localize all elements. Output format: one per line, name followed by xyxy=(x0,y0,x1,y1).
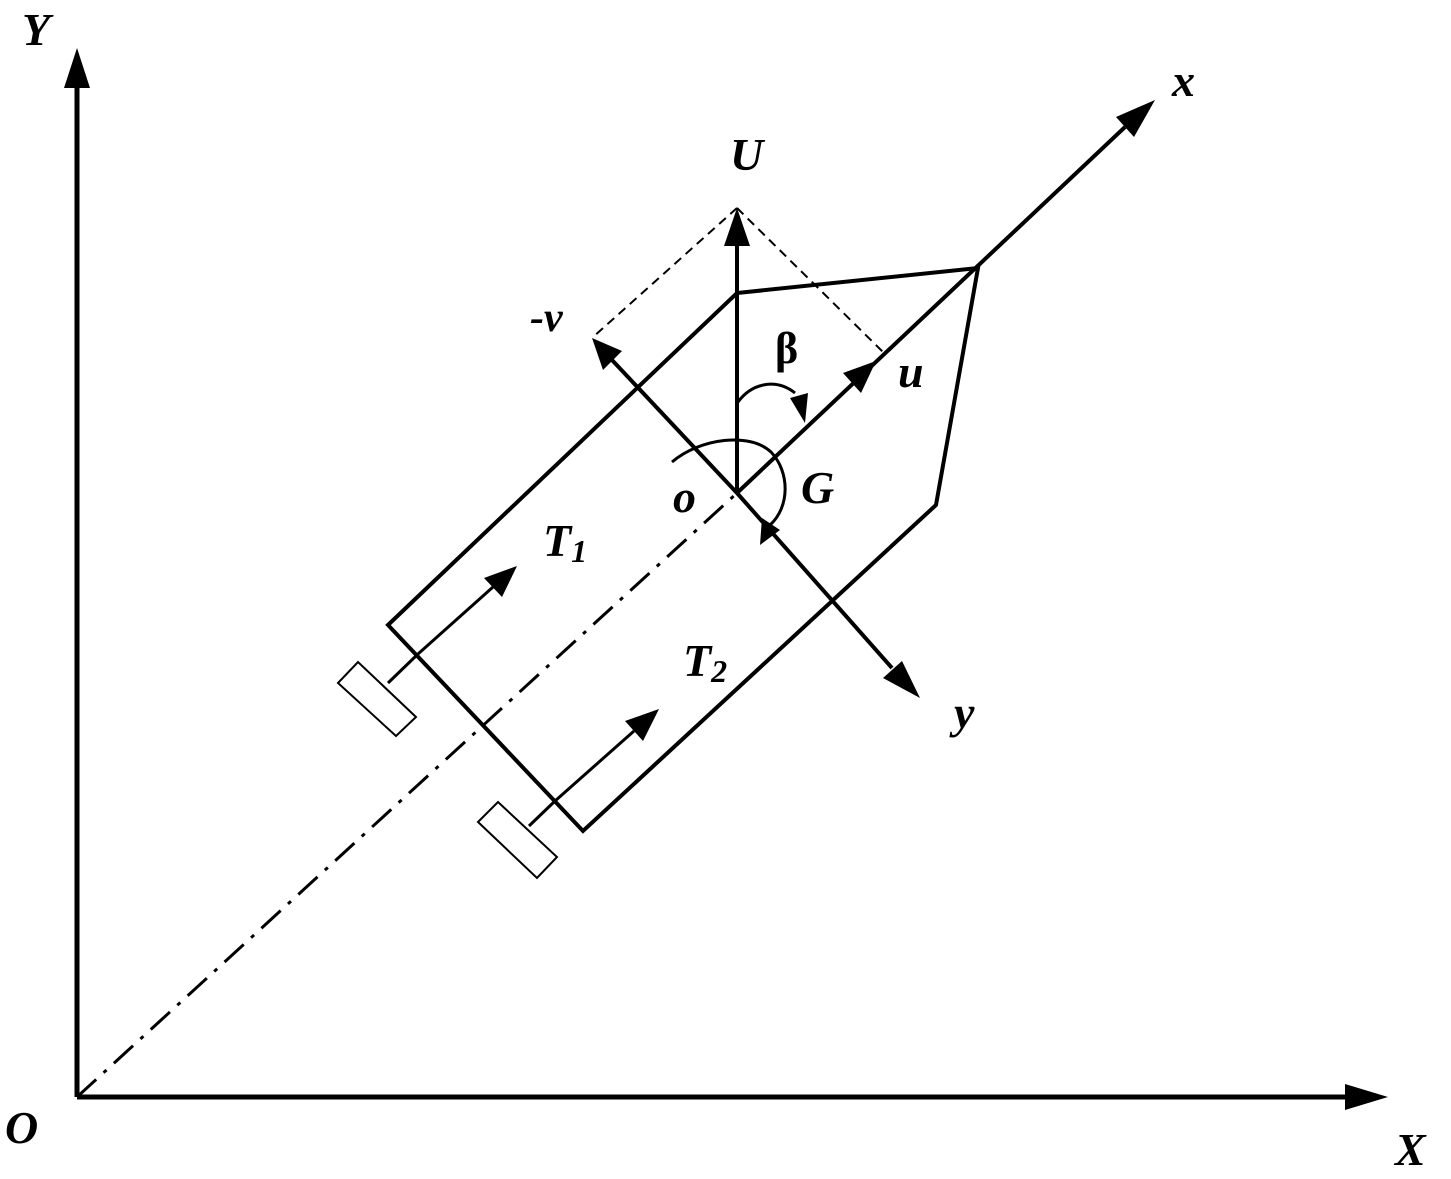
u-total-velocity-arrowhead xyxy=(724,208,750,246)
label-O: O xyxy=(5,1102,38,1153)
thrust-arrow-t2-head xyxy=(625,709,659,741)
label-T2: T2 xyxy=(683,635,727,689)
u-velocity-arrowhead xyxy=(843,361,876,393)
body-y-axis xyxy=(735,491,894,670)
label-neg-v: -v xyxy=(530,295,564,341)
thruster-1-stem xyxy=(386,652,420,685)
boat-hull xyxy=(385,265,981,834)
thruster-2-block xyxy=(476,800,559,880)
beta-angle-arc xyxy=(736,382,796,403)
dashed-line-right xyxy=(736,207,885,354)
label-beta: β xyxy=(775,324,798,373)
label-body-y: y xyxy=(949,687,975,738)
centerline-dashdot xyxy=(75,491,739,1099)
label-U: U xyxy=(730,129,766,180)
rotation-arc-g xyxy=(671,438,787,527)
thruster-1-block xyxy=(336,660,418,738)
thruster-2-stem xyxy=(527,799,557,828)
label-T1: T1 xyxy=(543,515,587,569)
label-o: o xyxy=(673,471,696,522)
label-X: X xyxy=(1393,1124,1427,1175)
body-x-axis xyxy=(735,125,1127,495)
global-y-axis-arrowhead xyxy=(64,48,90,88)
dashed-line-left xyxy=(591,207,738,339)
label-Y: Y xyxy=(22,4,54,55)
label-u: u xyxy=(898,346,924,397)
neg-v-arrowhead xyxy=(592,338,622,370)
body-x-axis-arrowhead xyxy=(1116,100,1155,137)
neg-v-vector xyxy=(610,358,739,495)
beta-angle-arrowhead xyxy=(790,393,808,423)
rotation-arc-g-arrowhead xyxy=(760,518,780,545)
label-G: G xyxy=(801,462,834,513)
thrust-arrow-t2 xyxy=(554,729,635,803)
thrust-arrow-t1-head xyxy=(484,566,517,597)
body-y-axis-arrowhead xyxy=(883,661,920,698)
thrust-arrow-t1 xyxy=(417,585,494,656)
global-x-axis-arrowhead xyxy=(1345,1084,1388,1110)
label-body-x: x xyxy=(1171,55,1195,106)
